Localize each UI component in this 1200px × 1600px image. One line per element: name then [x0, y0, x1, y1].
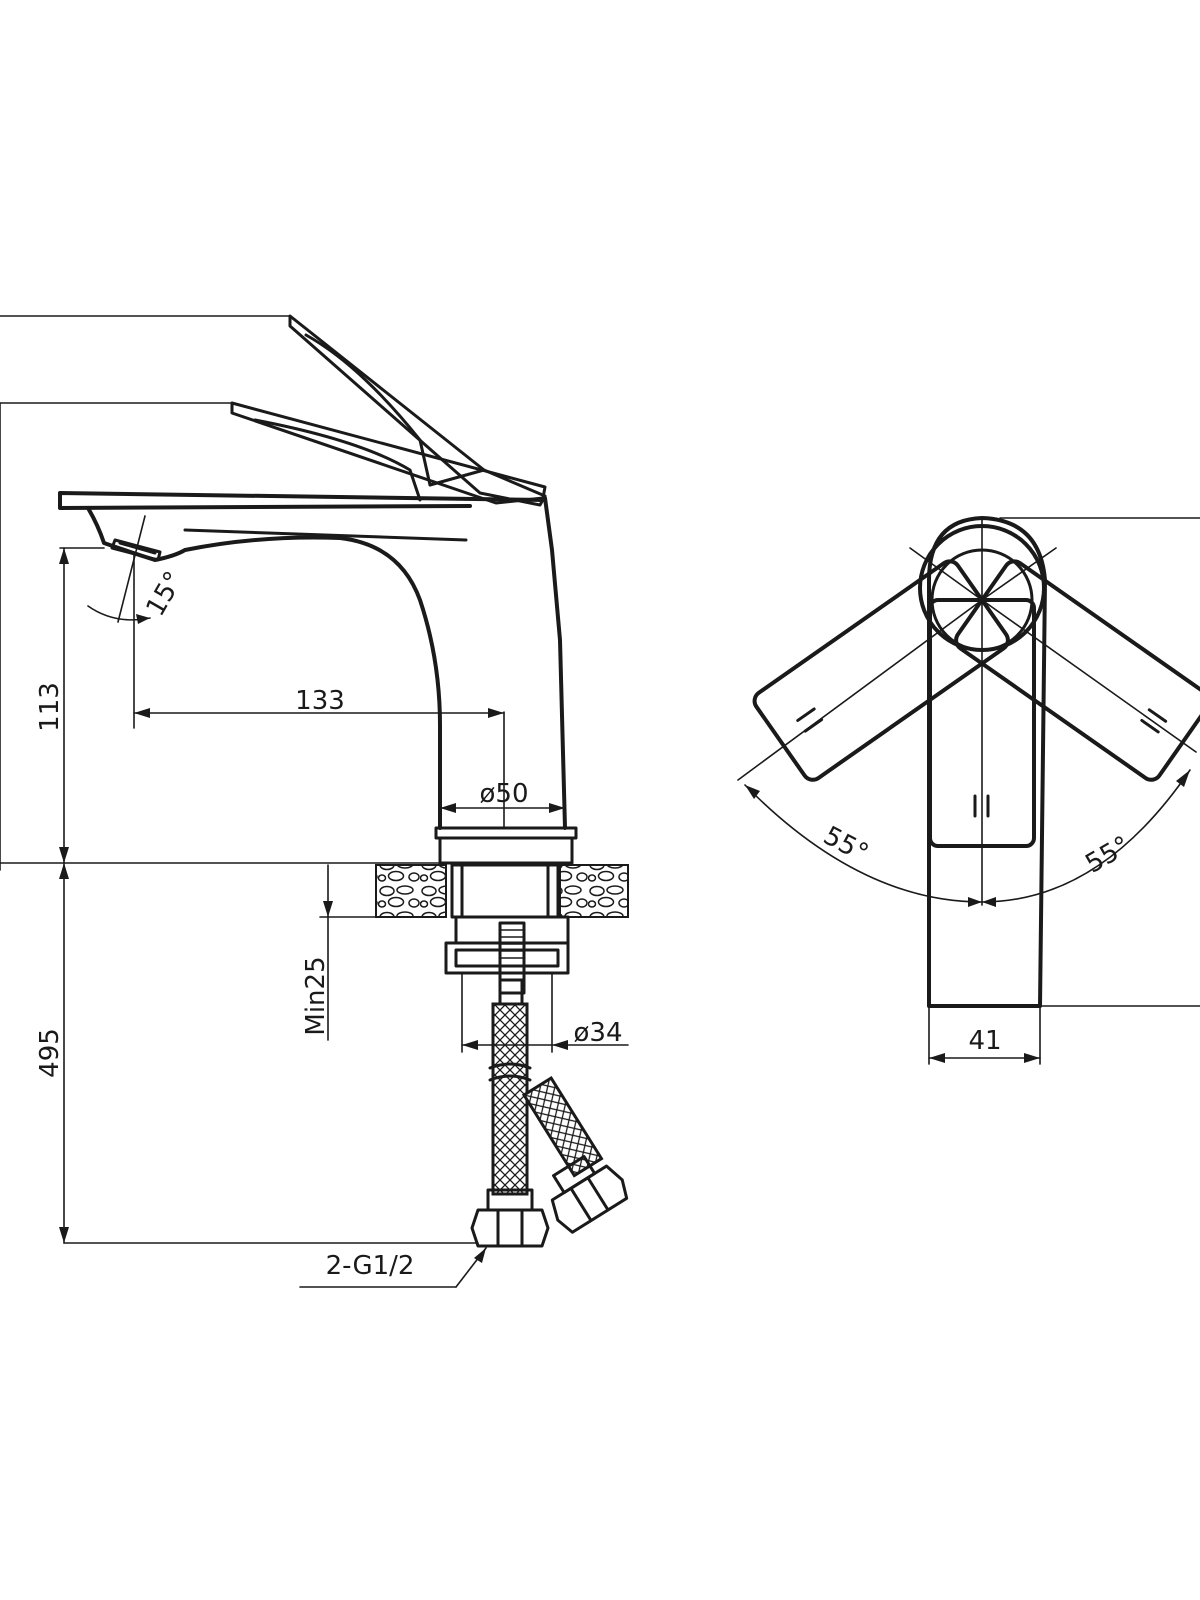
- base-diameter-arrow-left: [440, 803, 456, 813]
- reach-label: 133: [295, 686, 345, 716]
- hose-nut-straight: [470, 1208, 550, 1248]
- base-flange: [438, 836, 574, 865]
- hose-length-label: 495: [35, 1028, 65, 1078]
- angle-cross-left: [909, 547, 983, 601]
- spout-height-arrow-top: [59, 548, 69, 564]
- shank-diameter-arrow-left: [462, 1040, 478, 1050]
- reach-arrow-right: [488, 708, 504, 718]
- reach-arrow-left: [134, 708, 150, 718]
- angle-arc-arrow-centre-right: [982, 897, 996, 907]
- hose-length-arrow-top: [59, 863, 69, 879]
- left-angle-label: 55°: [818, 821, 873, 869]
- width-arrow-left: [929, 1053, 945, 1063]
- hose-length-arrow-bottom: [59, 1227, 69, 1243]
- spout-angle-label: 15°: [141, 567, 190, 622]
- base-diameter-label: ø50: [480, 779, 529, 809]
- angle-ref-right: [981, 599, 1197, 753]
- angle-arc-arrow-left: [745, 785, 760, 799]
- spout-body-back: [543, 496, 567, 830]
- width-arrow-right: [1024, 1053, 1040, 1063]
- width-label: 41: [968, 1026, 1001, 1056]
- aerator: [110, 538, 162, 562]
- fixing-nut-inner: [454, 948, 560, 968]
- angle-arc-arrow-centre-left: [968, 897, 982, 907]
- angle-arc-arrow-right: [1176, 770, 1190, 787]
- hose-break: [488, 1062, 532, 1082]
- spout-angle-arrow: [136, 614, 150, 624]
- connection-label: 2-G1/2: [326, 1251, 415, 1281]
- deck-thickness-label: Min25: [301, 956, 331, 1035]
- top-view-handle-right: [954, 559, 1200, 782]
- fixing-nut: [444, 941, 570, 975]
- spout-top: [58, 491, 547, 510]
- deck-right-section: [559, 864, 629, 918]
- lever-raised-inner: [304, 333, 432, 487]
- hose-straight: [491, 1002, 529, 1196]
- spout-height-label: 113: [35, 682, 65, 732]
- hose-nut-angled: [550, 1155, 629, 1234]
- shank-diameter-label: ø34: [574, 1018, 623, 1048]
- hose-angled: [521, 1075, 604, 1178]
- deck-left-section: [375, 864, 447, 918]
- side-view: 133 113 15° ø50 Min25 495 ø34: [0, 314, 629, 1288]
- lever-mid-outline: [230, 401, 547, 505]
- base-diameter-arrow-right: [549, 803, 565, 813]
- top-view: 55° 55° 41: [737, 516, 1200, 1065]
- angle-ref-left: [737, 599, 983, 781]
- lever-mid-inner: [253, 418, 422, 502]
- angle-cross-right: [981, 547, 1057, 601]
- spout-inner-line: [183, 528, 468, 542]
- top-view-handle-left: [752, 559, 1010, 782]
- deck-thickness-arrow: [323, 901, 333, 917]
- shank-diameter-arrow-right: [552, 1040, 568, 1050]
- shank-body: [450, 863, 560, 919]
- connection-leader-arrow: [474, 1248, 486, 1263]
- spout-angle-line: [117, 515, 146, 623]
- rod-thread: [499, 929, 525, 959]
- spout-height-arrow-bottom: [59, 847, 69, 863]
